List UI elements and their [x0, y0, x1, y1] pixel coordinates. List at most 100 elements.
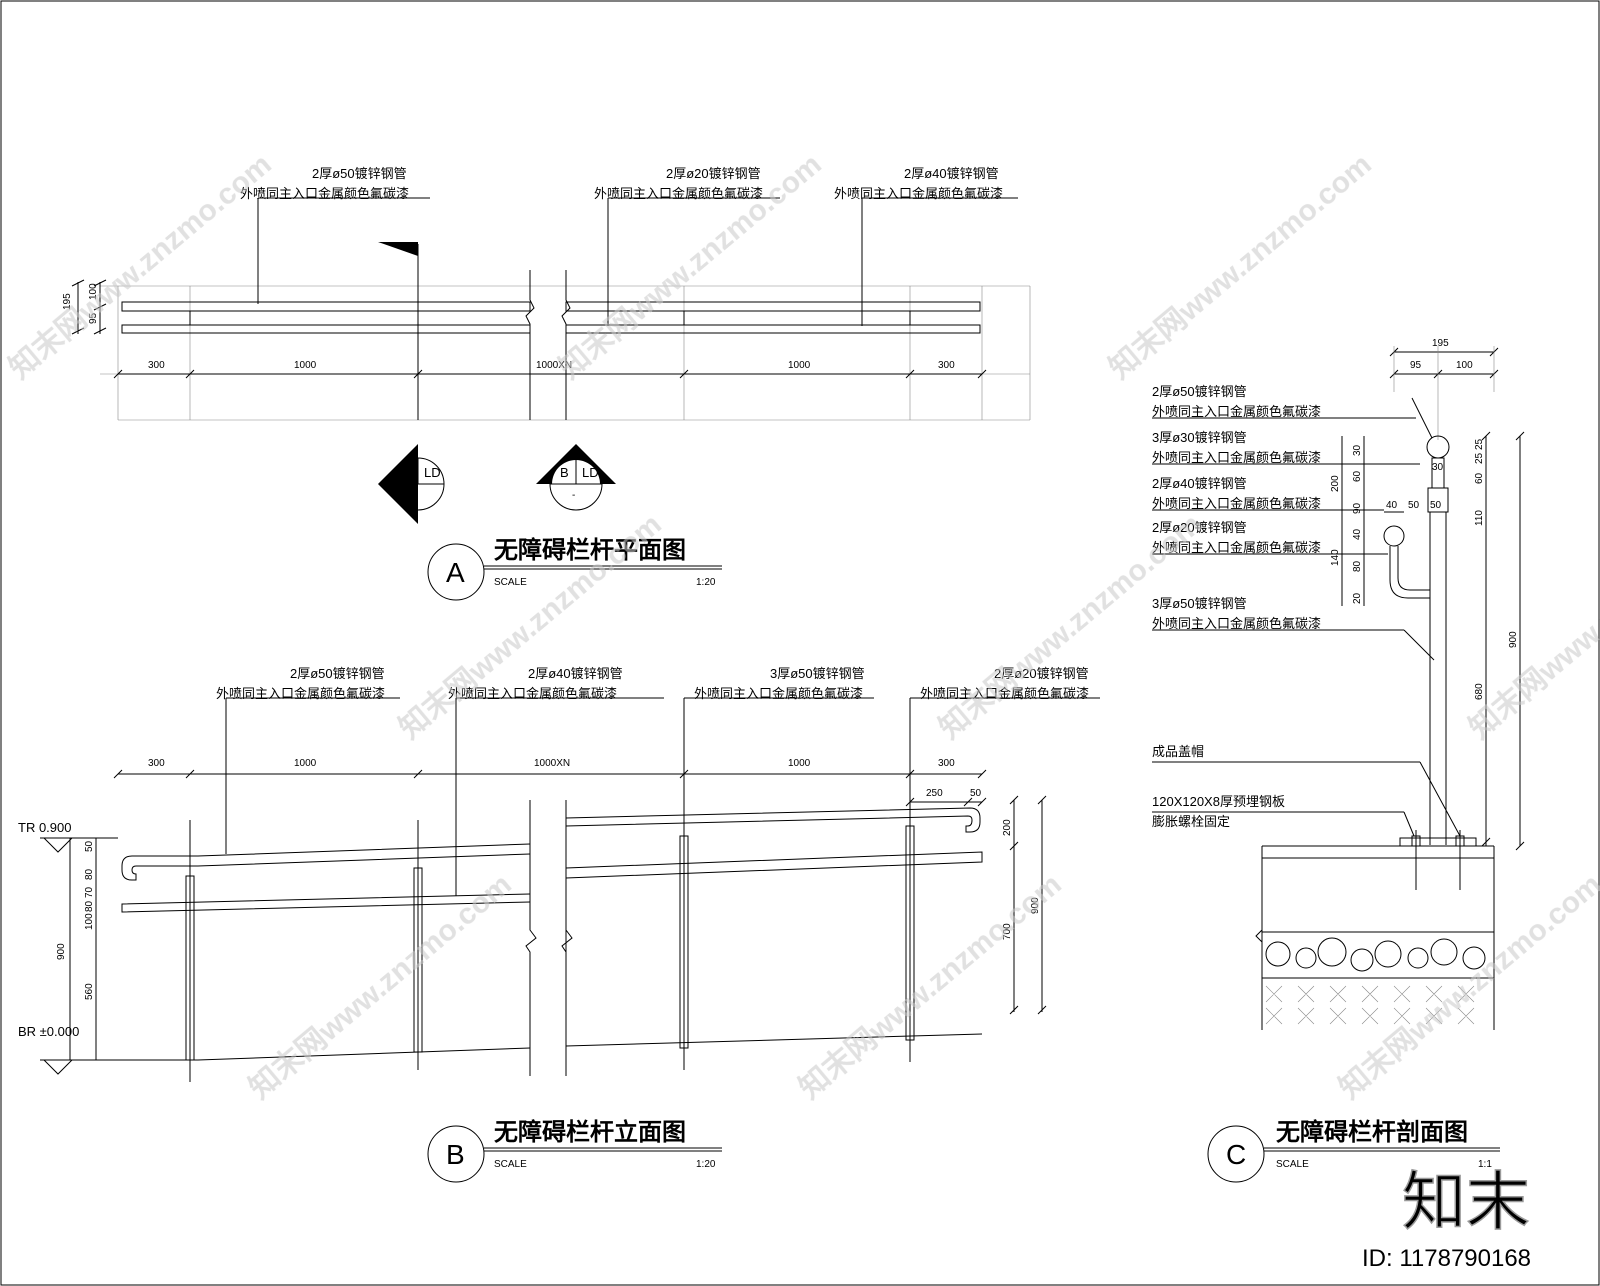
sect-plate-label: 120X120X8厚预埋钢板 [1152, 794, 1285, 809]
plan-dim-195: 195 [62, 293, 73, 310]
plan-dim-100: 100 [88, 283, 99, 300]
elev-dim-r-200: 200 [1002, 819, 1013, 836]
sect-dim-l-80: 80 [1352, 560, 1363, 572]
plan-top-rail [121, 301, 531, 312]
elev-dim-300-right: 300 [938, 758, 955, 769]
sect-callout-2-spec: 3厚ø30镀锌钢管 [1152, 430, 1247, 445]
sect-dim-100: 100 [1456, 360, 1473, 371]
elev-dim-l-900: 900 [56, 943, 67, 960]
sect-gravel-layer [1265, 937, 1486, 972]
plan-scale-label: SCALE [494, 577, 527, 588]
sect-callout-5-spec: 3厚ø50镀锌钢管 [1152, 596, 1247, 611]
section-mark-c: C LD - [378, 444, 445, 524]
sect-callout-5-finish: 外喷同主入口金属颜色氟碳漆 [1152, 616, 1321, 631]
elev-callout-4-finish: 外喷同主入口金属颜色氟碳漆 [920, 686, 1089, 701]
elev-dim-l-80b: 80 [84, 900, 95, 912]
sect-dim-195: 195 [1432, 338, 1449, 349]
section-title: 无障碍栏杆剖面图 [1276, 1118, 1468, 1146]
sect-scale-label: SCALE [1276, 1159, 1309, 1170]
sect-scale-value: 1:1 [1478, 1159, 1492, 1170]
sect-dim-r-680: 680 [1474, 683, 1485, 700]
sect-callout-1-finish: 外喷同主入口金属颜色氟碳漆 [1152, 404, 1321, 419]
plan-callout-2-finish: 外喷同主入口金属颜色氟碳漆 [594, 186, 763, 201]
sect-callout-1-spec: 2厚ø50镀锌钢管 [1152, 384, 1247, 399]
sect-pipe-50b: 50 [1408, 500, 1420, 511]
sect-low-pipe [1383, 525, 1405, 547]
sect-cap-label: 成品盖帽 [1152, 744, 1204, 759]
sect-dim-l-90: 90 [1352, 502, 1363, 514]
plan-title-circle: A [446, 557, 465, 588]
sect-dim-l-140: 140 [1330, 549, 1341, 566]
sect-dim-r-25b: 25 [1474, 452, 1485, 464]
plan-dim-300-left: 300 [148, 360, 165, 371]
plan-callout-1-finish: 外喷同主入口金属颜色氟碳漆 [240, 186, 409, 201]
elev-dim-l-70: 70 [84, 886, 95, 898]
sect-callout-2-finish: 外喷同主入口金属颜色氟碳漆 [1152, 450, 1321, 465]
sect-pipe-40: 40 [1386, 500, 1398, 511]
elev-dim-l-100: 100 [84, 913, 95, 930]
section-mark-b-sheet: LD [582, 465, 599, 480]
sect-pipe-50: 50 [1430, 500, 1442, 511]
image-id: ID: 1178790168 [1362, 1245, 1531, 1272]
sect-dim-l-40: 40 [1352, 528, 1363, 540]
sect-dim-l-200: 200 [1330, 475, 1341, 492]
plan-callout-3-spec: 2厚ø40镀锌钢管 [904, 166, 999, 181]
elev-callout-1-spec: 2厚ø50镀锌钢管 [290, 666, 385, 681]
elev-dim-l-560: 560 [84, 983, 95, 1000]
plan-top-rail-right [565, 301, 981, 312]
plan-callout-1-spec: 2厚ø50镀锌钢管 [312, 166, 407, 181]
elev-dim-250: 250 [926, 788, 943, 799]
elev-callout-1-finish: 外喷同主入口金属颜色氟碳漆 [216, 686, 385, 701]
elev-scale-label: SCALE [494, 1159, 527, 1170]
plan-dim-95: 95 [88, 312, 99, 324]
sect-pipe-30: 30 [1432, 462, 1444, 473]
elev-level-tr: TR 0.900 [18, 820, 71, 835]
sect-dim-l-20: 20 [1352, 592, 1363, 604]
elev-callout-2-finish: 外喷同主入口金属颜色氟碳漆 [448, 686, 617, 701]
sect-callout-4-spec: 2厚ø20镀锌钢管 [1152, 520, 1247, 535]
plan-title: 无障碍栏杆平面图 [494, 536, 686, 564]
plan-dim-1000-left: 1000 [294, 360, 317, 371]
plan-dim-1000xn: 1000XN [536, 360, 572, 371]
sect-callout-3-finish: 外喷同主入口金属颜色氟碳漆 [1152, 496, 1321, 511]
sect-bolt-label: 膨胀螺栓固定 [1152, 814, 1230, 829]
sect-dim-r-900: 900 [1508, 631, 1519, 648]
elev-dim-l-50: 50 [84, 840, 95, 852]
elev-callout-3-finish: 外喷同主入口金属颜色氟碳漆 [694, 686, 863, 701]
sect-dim-r-60: 60 [1474, 472, 1485, 484]
plan-callout-3-finish: 外喷同主入口金属颜色氟碳漆 [834, 186, 1003, 201]
plan-dim-ticks [113, 369, 987, 379]
elev-dim-1000xn: 1000XN [534, 758, 570, 769]
elev-dim-50: 50 [970, 788, 982, 799]
elev-level-br: BR ±0.000 [18, 1024, 79, 1039]
section-mark-c-letter: C [402, 465, 411, 480]
sect-dim-l-30: 30 [1352, 444, 1363, 456]
elev-dim-1000-right: 1000 [788, 758, 811, 769]
plan-dim-300-right: 300 [938, 360, 955, 371]
elev-dim-300-left: 300 [148, 758, 165, 769]
plan-callout-2-spec: 2厚ø20镀锌钢管 [666, 166, 761, 181]
plan-view: 300 1000 1000XN 1000 300 195 100 95 2厚ø5… [62, 166, 1031, 601]
elev-callout-4-spec: 2厚ø20镀锌钢管 [994, 666, 1089, 681]
elevation-title: 无障碍栏杆立面图 [494, 1118, 686, 1146]
elev-dim-r-700: 700 [1002, 923, 1013, 940]
sect-callout-3-spec: 2厚ø40镀锌钢管 [1152, 476, 1247, 491]
sect-dim-l-60: 60 [1352, 470, 1363, 482]
elev-dim-l-80a: 80 [84, 868, 95, 880]
section-mark-b-letter: B [560, 465, 569, 480]
elev-dim-r-900: 900 [1030, 897, 1041, 914]
sect-dim-95: 95 [1410, 360, 1422, 371]
sect-callout-4-finish: 外喷同主入口金属颜色氟碳漆 [1152, 540, 1321, 555]
plan-scale-value: 1:20 [696, 577, 716, 588]
elev-title-circle: B [446, 1139, 465, 1170]
sect-dim-r-25a: 25 [1474, 438, 1485, 450]
plan-dim-1000-right: 1000 [788, 360, 811, 371]
elev-callout-2-spec: 2厚ø40镀锌钢管 [528, 666, 623, 681]
section-mark-b: B LD - [536, 444, 616, 511]
sect-earth-hatch [1265, 985, 1475, 1025]
section-mark-c-sub: - [414, 490, 417, 501]
elev-dim-1000-left: 1000 [294, 758, 317, 769]
sect-title-circle: C [1226, 1139, 1246, 1170]
